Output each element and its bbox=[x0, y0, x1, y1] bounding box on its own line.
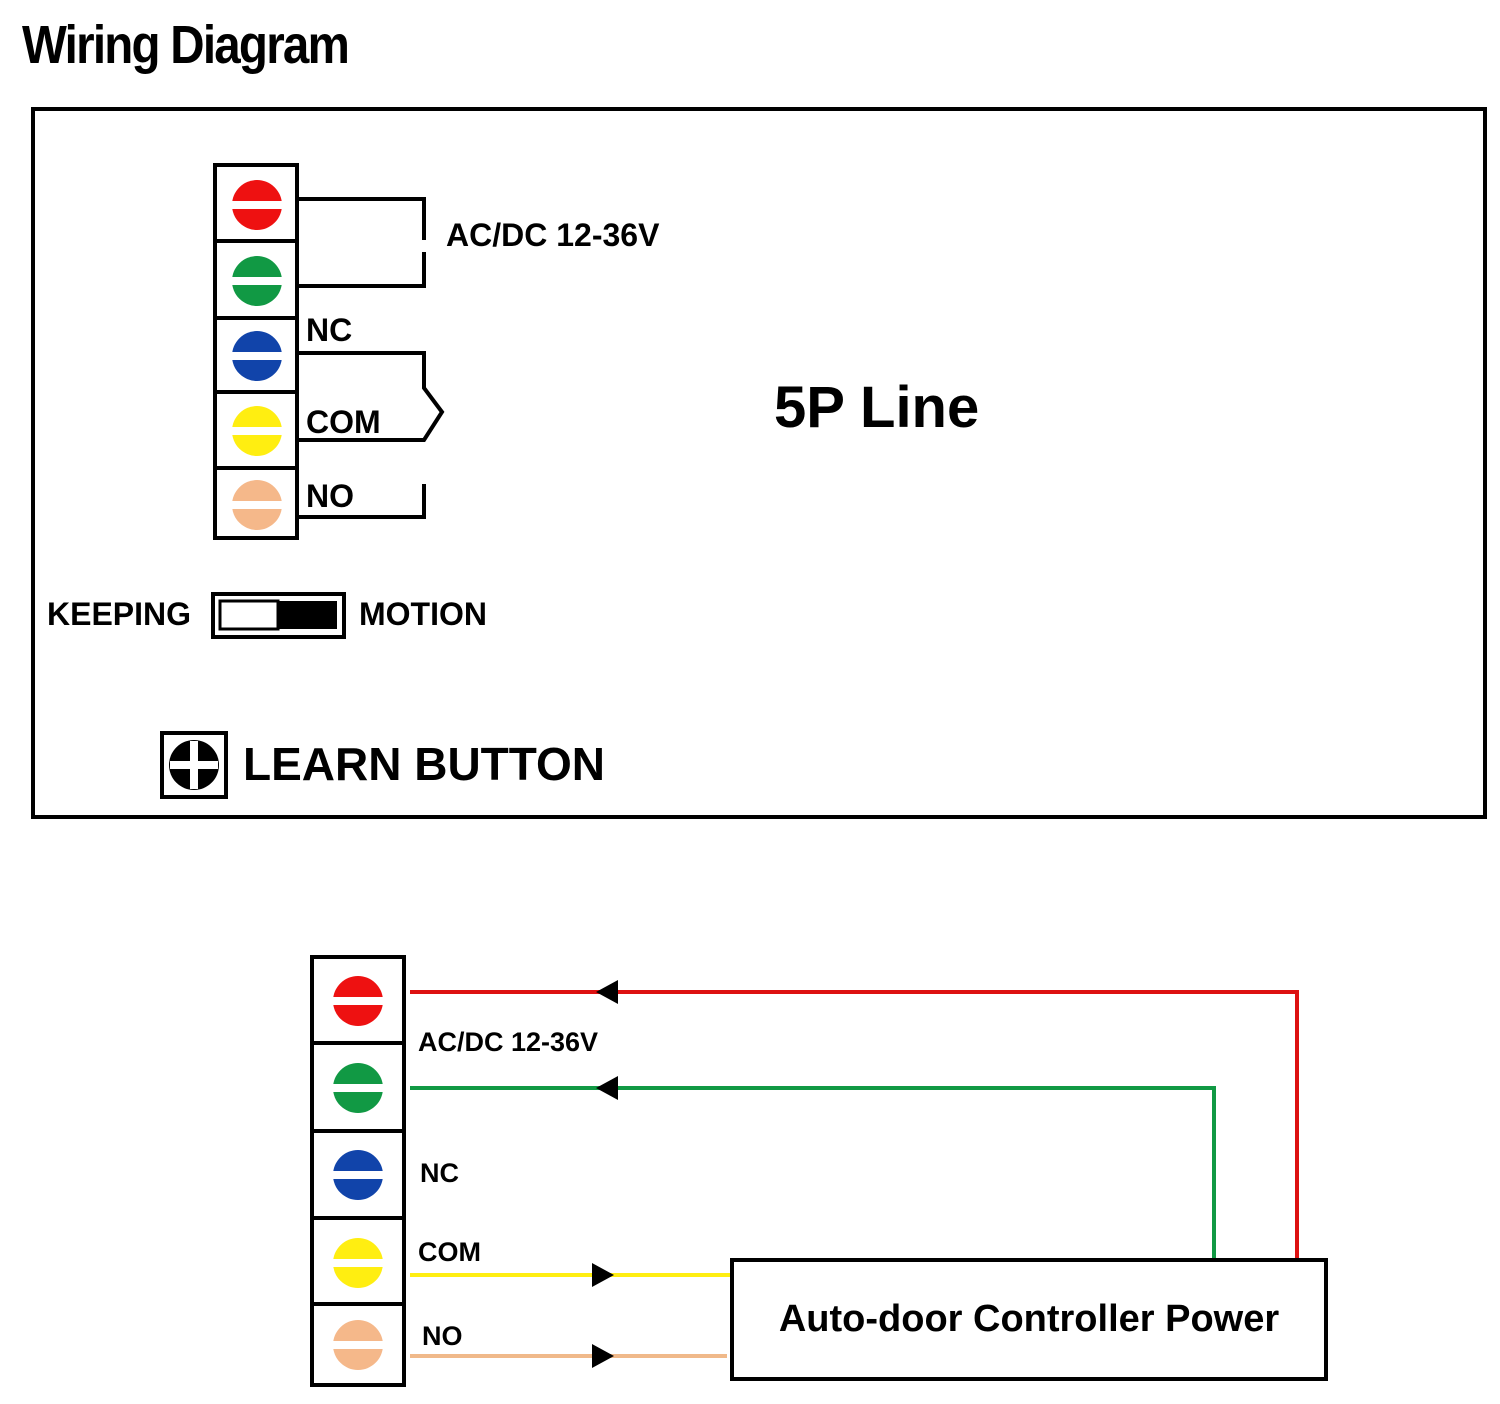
mode-switch[interactable] bbox=[211, 592, 346, 639]
top-relay-contact bbox=[297, 351, 445, 519]
terminal-screw-green-icon bbox=[333, 1063, 383, 1113]
top-com-label: COM bbox=[306, 404, 381, 440]
top-nc-label: NC bbox=[306, 312, 353, 348]
bottom-power-label: AC/DC 12-36V bbox=[418, 1027, 599, 1057]
diagram-title: Wiring Diagram bbox=[22, 15, 350, 75]
arrow-right-icon bbox=[592, 1263, 614, 1287]
controller-label: Auto-door Controller Power bbox=[778, 1298, 1280, 1340]
controller-box: Auto-door Controller Power bbox=[730, 1258, 1328, 1381]
bottom-com-label: COM bbox=[418, 1237, 481, 1267]
arrow-right-icon bbox=[592, 1344, 614, 1368]
terminal-screw-yellow-icon bbox=[232, 406, 282, 456]
top-power-label: AC/DC 12-36V bbox=[446, 217, 660, 253]
terminal-screw-yellow-icon bbox=[333, 1238, 383, 1288]
terminal-screw-blue-icon bbox=[333, 1150, 383, 1200]
top-wiring-panel bbox=[31, 107, 1487, 819]
arrow-left-icon bbox=[596, 980, 618, 1004]
bottom-nc-label: NC bbox=[420, 1158, 459, 1188]
top-power-bracket bbox=[297, 197, 426, 288]
learn-button-label: LEARN BUTTON bbox=[243, 738, 606, 790]
top-terminal-block bbox=[213, 163, 299, 540]
terminal-screw-peach-icon bbox=[333, 1320, 383, 1370]
terminal-screw-green-icon bbox=[232, 256, 282, 306]
line-type-label: 5P Line bbox=[774, 375, 980, 440]
red-power-wire bbox=[410, 990, 1299, 1258]
terminal-screw-peach-icon bbox=[232, 480, 282, 530]
switch-keeping-label: KEEPING bbox=[47, 596, 192, 632]
top-no-label: NO bbox=[306, 478, 354, 514]
terminal-screw-red-icon bbox=[333, 976, 383, 1026]
learn-button-icon[interactable] bbox=[160, 731, 228, 799]
terminal-screw-red-icon bbox=[232, 180, 282, 230]
bottom-terminal-block bbox=[310, 955, 406, 1387]
green-power-wire bbox=[410, 1086, 1216, 1258]
arrow-left-icon bbox=[596, 1076, 618, 1100]
bottom-no-label: NO bbox=[422, 1321, 463, 1351]
terminal-screw-blue-icon bbox=[232, 331, 282, 381]
switch-motion-label: MOTION bbox=[359, 596, 487, 632]
